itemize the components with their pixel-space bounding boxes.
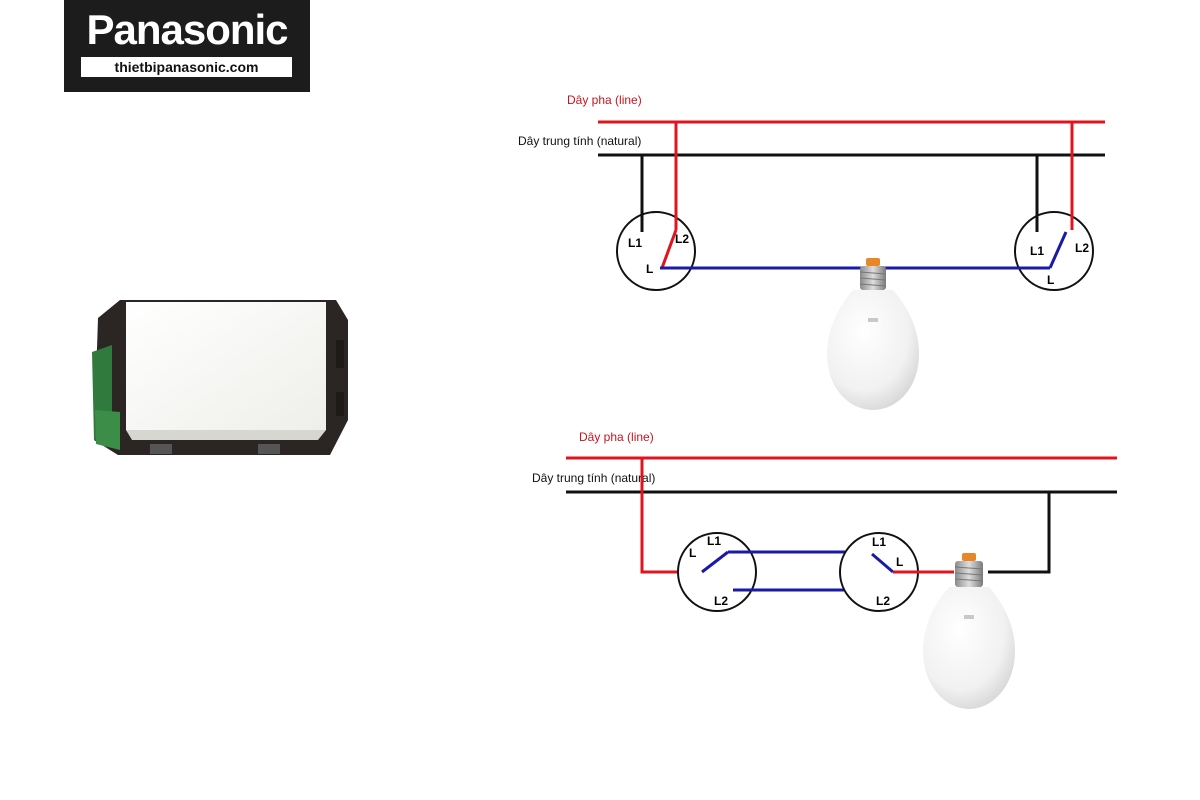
top-left-contact [660,229,678,269]
top-switch-right [1014,211,1094,291]
panasonic-logo: Panasonic thietbipanasonic.com [64,0,310,92]
bottom-left-contact [701,550,729,574]
bottom-neutral-return [988,492,1051,574]
top-right-contact [1048,231,1068,269]
top-switch-left [616,211,696,291]
top-right-l: L [1047,273,1054,287]
bottom-right-l: L [896,555,903,569]
bottom-neutral-label: Dây trung tính (natural) [532,471,655,485]
bottom-right-l2: L2 [876,594,890,608]
bottom-right-l1: L1 [872,535,886,549]
bottom-right-contact [871,552,894,574]
top-left-l: L [646,262,653,276]
bottom-left-l2: L2 [714,594,728,608]
top-left-l1: L1 [628,236,642,250]
top-neutral-label: Dây trung tính (natural) [518,134,641,148]
top-line-label: Dây pha (line) [567,93,642,107]
top-right-l2: L2 [1075,241,1089,255]
top-diagram: Dây pha (line) Dây trung tính (natural) … [518,93,1105,410]
bottom-left-l1: L1 [707,534,721,548]
logo-url-text: thietbipanasonic.com [81,57,292,77]
bottom-left-l: L [689,546,696,560]
bottom-line-label: Dây pha (line) [579,430,654,444]
led-bulb-icon [923,553,1015,709]
switch-module-image [92,300,348,455]
top-left-l2: L2 [675,232,689,246]
top-right-l1: L1 [1030,244,1044,258]
logo-brand-text: Panasonic [86,6,288,53]
led-bulb-icon [827,258,919,410]
bottom-diagram: Dây pha (line) Dây trung tính (natural) … [532,430,1117,709]
